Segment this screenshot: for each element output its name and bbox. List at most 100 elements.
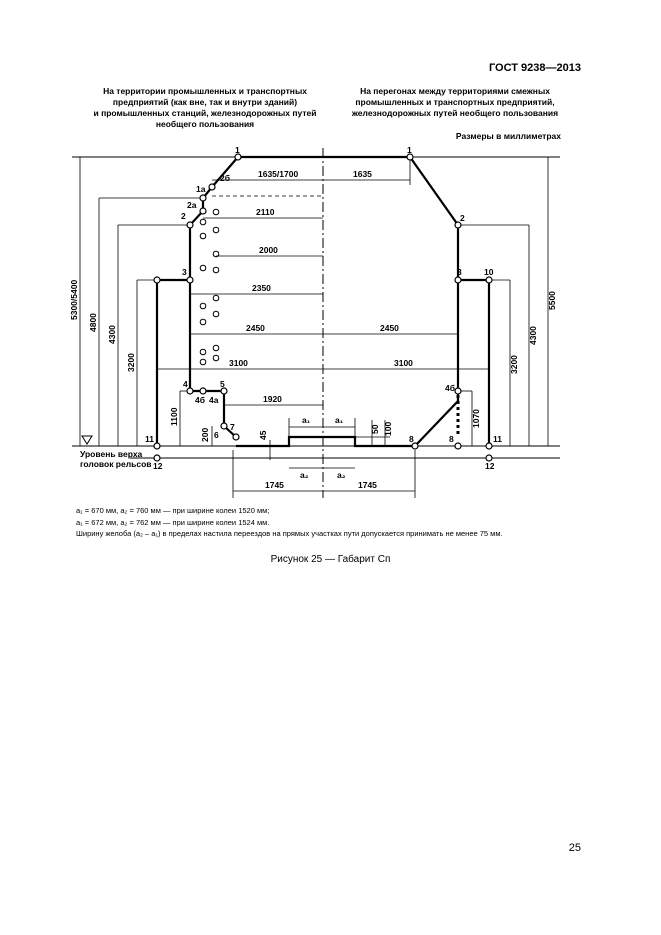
point-marker	[199, 387, 207, 395]
dim-label: a₁	[302, 415, 311, 425]
note-line: a₁ = 670 мм, a₂ = 760 мм — при ширине ко…	[76, 506, 270, 515]
point-label: 8	[449, 434, 454, 444]
gauge-point	[212, 354, 220, 362]
point-label: 3	[182, 267, 187, 277]
point-label: 1	[407, 145, 412, 155]
point-label: 12	[485, 461, 495, 471]
gauge-point	[199, 348, 207, 356]
point-marker	[485, 454, 493, 462]
note-line: a₁ = 672 мм, a₂ = 762 мм — при ширине ко…	[76, 517, 270, 527]
point-marker	[220, 422, 228, 430]
point-marker	[406, 153, 414, 161]
point-marker	[485, 442, 493, 450]
dim-label: 1635/1700	[258, 169, 298, 179]
rail-level-label: головок рельсов	[80, 459, 152, 469]
point-marker	[454, 442, 462, 450]
page-number: 25	[568, 842, 581, 854]
dim-label: 3100	[229, 358, 248, 368]
caption-left-line: предприятий (как вне, так и внутри здани…	[112, 97, 298, 107]
dim-label: 4300	[528, 326, 538, 345]
dim-label: 3200	[509, 355, 519, 374]
dim-label: 2350	[252, 283, 271, 293]
units-note: Размеры в миллиметрах	[455, 131, 561, 141]
dim-label: 1070	[471, 409, 481, 428]
dim-label: a₂	[337, 470, 346, 480]
point-label: 4а	[209, 395, 219, 405]
dim-label: 5500	[547, 291, 557, 310]
dim-label: a₂	[300, 470, 309, 480]
dim-label: 4800	[88, 313, 98, 332]
dim-label: 4300	[107, 325, 117, 344]
note-line: Ширину желоба (a₂ – a₁) в пределах насти…	[76, 529, 503, 538]
point-marker	[208, 183, 216, 191]
caption-right: На перегонах между территориями смежных …	[335, 86, 575, 119]
caption-right-line: железнодорожных путей необщего пользован…	[351, 108, 559, 118]
gauge-point	[199, 218, 207, 226]
point-label: 11	[493, 434, 502, 444]
dim-label: 100	[383, 422, 393, 436]
caption-left: На территории промышленных и транспортны…	[80, 86, 330, 130]
caption-right-line: промышленных и транспортных предприятий,	[355, 97, 555, 107]
point-marker	[186, 387, 194, 395]
dim-label: 5300/5400	[69, 280, 79, 320]
point-marker	[411, 442, 419, 450]
dim-label: 45	[258, 430, 268, 440]
point-marker	[199, 207, 207, 215]
point-label: 2	[181, 211, 186, 221]
caption-left-line: необщего пользования	[155, 119, 255, 129]
point-label: 10	[484, 267, 494, 277]
point-marker	[234, 153, 242, 161]
dim-label: 50	[370, 424, 380, 434]
gauge-point	[212, 266, 220, 274]
gauge-point	[212, 226, 220, 234]
caption-left-line: На территории промышленных и транспортны…	[103, 86, 307, 96]
point-marker	[485, 276, 493, 284]
point-label: 1а	[196, 184, 206, 194]
point-marker	[186, 276, 194, 284]
point-label: 5	[220, 379, 225, 389]
point-label: 1	[235, 145, 240, 155]
left-outline	[188, 155, 460, 448]
point-label: 2а	[187, 200, 197, 210]
dim-label: 1920	[263, 394, 282, 404]
dim-label: 2000	[259, 245, 278, 255]
point-marker	[153, 442, 161, 450]
dim-label: 3100	[394, 358, 413, 368]
dim-label: 3200	[126, 353, 136, 372]
figure-caption: Рисунок 25 — Габарит Cп	[270, 554, 391, 565]
point-label: 4б	[195, 395, 205, 405]
point-marker	[454, 221, 462, 229]
caption-left-line: и промышленных станций, железнодорожных …	[93, 108, 317, 118]
point-marker	[232, 433, 240, 441]
standard-header: ГОСТ 9238—2013	[488, 62, 581, 74]
dim-label: 1635	[353, 169, 372, 179]
point-label: 2б	[220, 173, 230, 183]
dim-label: a₁	[335, 415, 344, 425]
gauge-point	[212, 208, 220, 216]
point-label: 8	[409, 434, 414, 444]
point-marker	[153, 276, 161, 284]
point-label: 7	[230, 422, 235, 432]
caption-right-line: На перегонах между территориями смежных	[360, 86, 550, 96]
dim-label: 1745	[265, 480, 284, 490]
point-marker	[186, 221, 194, 229]
point-label: 6	[214, 430, 219, 440]
rail-level-label: Уровень верха	[80, 449, 143, 459]
point-label: 2	[460, 213, 465, 223]
point-label: 3	[457, 267, 462, 277]
point-marker	[153, 454, 161, 462]
gauge-point	[199, 318, 207, 326]
point-marker	[199, 194, 207, 202]
gauge-point	[212, 250, 220, 258]
dim-label: 2110	[256, 207, 275, 217]
gauge-point	[212, 310, 220, 318]
point-label: 4	[183, 379, 188, 389]
dim-label: 2450	[246, 323, 265, 333]
gauge-point	[199, 232, 207, 240]
gauge-point	[212, 294, 220, 302]
gauge-point	[199, 358, 207, 366]
gauge-point	[199, 264, 207, 272]
point-marker	[454, 276, 462, 284]
gauge-point	[212, 344, 220, 352]
